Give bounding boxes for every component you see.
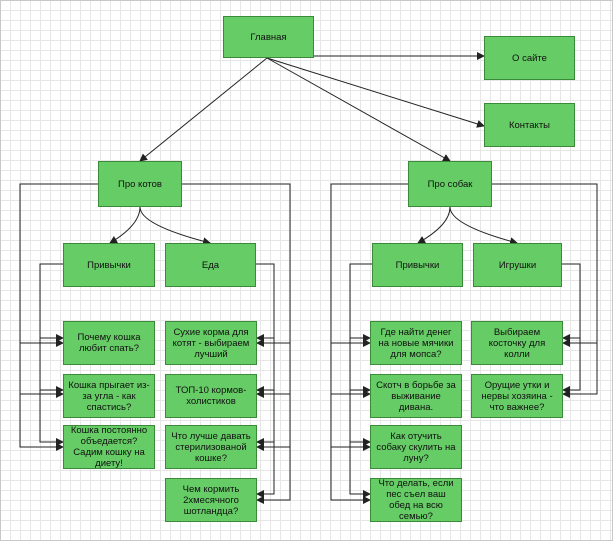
edge-cats-habits [109,206,141,244]
node-cat-food-3-label: Что лучше давать стерилизованой кошке? [171,430,251,464]
node-dogs-toys[interactable]: Игрушки [473,243,562,287]
edge-cathab-ch3 [39,390,64,446]
node-cat-food-2-label: ТОП-10 кормов-холистиков [175,385,247,407]
node-cat-habit-1-label: Почему кошка любит спать? [77,332,141,354]
node-dog-habit-1-label: Где найти денег на новые мячики для мопс… [378,326,454,360]
edge-dogs-toys [449,206,518,246]
edge-main-contacts [266,57,485,128]
node-cats-habits[interactable]: Привычки [63,243,155,287]
node-about-label: О сайте [512,52,547,64]
edge-cathab-ch2 [39,338,64,394]
node-main-label: Главная [250,31,287,43]
node-dog-toy-1-label: Выбираем косточку для колли [488,326,546,360]
node-cat-habit-3[interactable]: Кошка постоянно объедается? Садим кошку … [63,425,155,469]
node-cats-habits-label: Привычки [87,259,131,271]
node-cat-habit-2-label: Кошка прыгает из-за угла - как спастись? [68,379,150,413]
node-dog-habit-1[interactable]: Где найти денег на новые мячики для мопс… [370,321,462,365]
edge-doghab-dh2 [349,338,371,394]
edge-main-dogs [266,57,451,162]
node-cat-habit-2[interactable]: Кошка прыгает из-за угла - как спастись? [63,374,155,418]
node-dog-toy-1[interactable]: Выбираем косточку для колли [471,321,563,365]
edge-catfood-cf2 [256,338,275,394]
node-dogs-label: Про собак [427,178,473,190]
node-dog-habit-2[interactable]: Скотч в борьбе за выживание дивана. [370,374,462,418]
edge-cats-cf4 [256,447,291,504]
node-cat-habit-1[interactable]: Почему кошка любит спать? [63,321,155,365]
node-dogs[interactable]: Про собак [408,161,492,207]
node-dog-habit-2-label: Скотч в борьбе за выживание дивана. [376,379,456,413]
node-cat-food-3[interactable]: Что лучше давать стерилизованой кошке? [165,425,257,469]
node-contacts-label: Контакты [508,119,551,131]
edge-catfood-cf3 [256,390,275,446]
edge-catfood-cf1 [256,263,275,342]
node-cat-food-1-label: Сухие корма для котят - выбираем лучший [172,326,250,360]
node-dog-toy-2-label: Орущие утки и нервы хозяина - что важнее… [481,379,553,413]
node-cats-food[interactable]: Еда [165,243,256,287]
node-cat-habit-3-label: Кошка постоянно объедается? Садим кошку … [70,425,148,469]
node-cat-food-4-label: Чем кормить 2хмесячного шотландца? [182,483,240,517]
edge-doghab-dh4 [349,442,371,498]
node-cats[interactable]: Про котов [98,161,182,207]
node-contacts[interactable]: Контакты [484,103,575,147]
node-dog-habit-4[interactable]: Что делать, если пес съел ваш обед на вс… [370,478,462,522]
node-about[interactable]: О сайте [484,36,575,80]
edge-dogs-habits [417,206,451,244]
node-cat-food-1[interactable]: Сухие корма для котят - выбираем лучший [165,321,257,365]
node-dogs-toys-label: Игрушки [498,259,537,271]
edge-cats-ch3 [19,394,64,451]
node-cat-food-2[interactable]: ТОП-10 кормов-холистиков [165,374,257,418]
node-cats-label: Про котов [118,178,162,190]
node-dog-habit-3-label: Как отучить собаку скулить на луну? [376,430,456,464]
edge-dogs-dh4 [330,447,371,504]
node-cats-food-label: Еда [201,259,220,271]
node-dogs-habits[interactable]: Привычки [372,243,463,287]
edge-dogtoys-dt1 [562,263,581,342]
edge-dogs-dt2 [562,343,598,398]
node-dog-habit-4-label: Что делать, если пес съел ваш обед на вс… [378,478,454,522]
edge-doghab-dh1 [349,263,372,342]
edge-cats-ch2 [19,343,64,398]
node-dogs-habits-label: Привычки [395,259,440,271]
edge-main-cats [139,57,268,162]
edge-dogtoys-dt2 [562,338,581,394]
edge-doghab-dh3 [349,390,371,446]
node-main[interactable]: Главная [223,16,314,58]
edge-cats-ch1 [19,183,98,347]
node-dog-toy-2[interactable]: Орущие утки и нервы хозяина - что важнее… [471,374,563,418]
edge-cats-food [139,206,211,246]
edge-catfood-cf4 [256,442,275,498]
node-cat-food-4[interactable]: Чем кормить 2хмесячного шотландца? [165,478,257,522]
edge-cathab-ch1 [39,263,64,342]
node-dog-habit-3[interactable]: Как отучить собаку скулить на луну? [370,425,462,469]
